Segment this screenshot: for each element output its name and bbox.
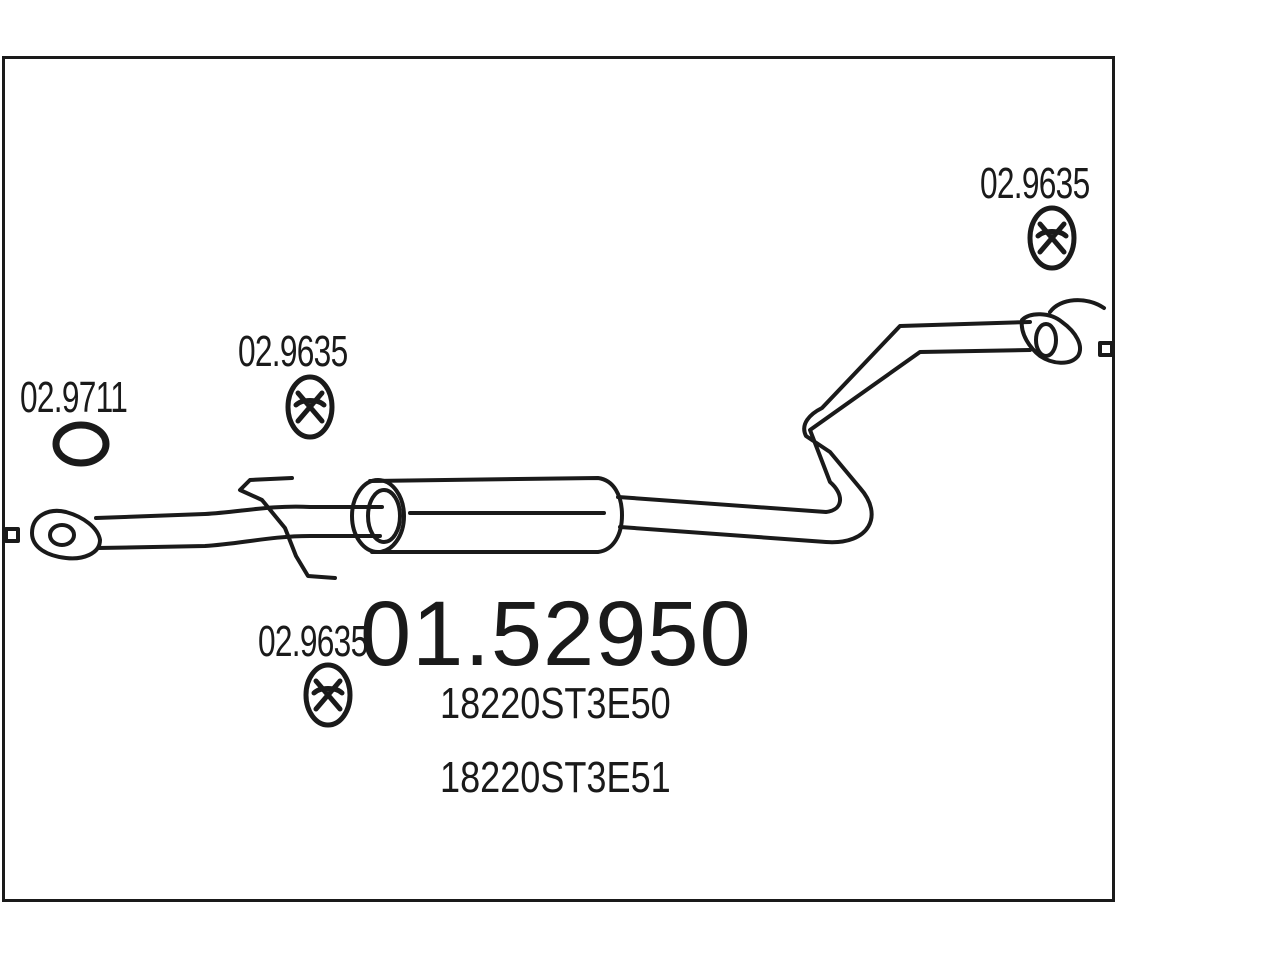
left-connector-stub [4,527,20,543]
rubber-hanger-icon [1027,205,1077,271]
diagram-frame [2,56,1115,902]
rubber-hanger-icon [285,374,335,440]
oem-number: 18220ST3E51 [440,753,671,802]
muffler-body [350,476,624,554]
rubber-hanger-icon [303,662,353,728]
oem-number: 18220ST3E50 [440,679,671,728]
main-part-number: 01.52950 [360,583,752,685]
right-connector-stub [1098,341,1114,357]
outlet-flange [1019,298,1106,365]
gasket-part-label: 02.9711 [20,373,128,422]
hanger-part-label: 02.9635 [980,159,1090,208]
gasket-icon [52,421,110,467]
rear-pipe [616,320,1032,545]
pipe-clamp [238,476,337,580]
front-pipe [94,504,384,550]
hanger-part-label: 02.9635 [238,327,348,376]
inlet-flange [30,509,102,561]
hanger-part-label: 02.9635 [258,617,368,666]
